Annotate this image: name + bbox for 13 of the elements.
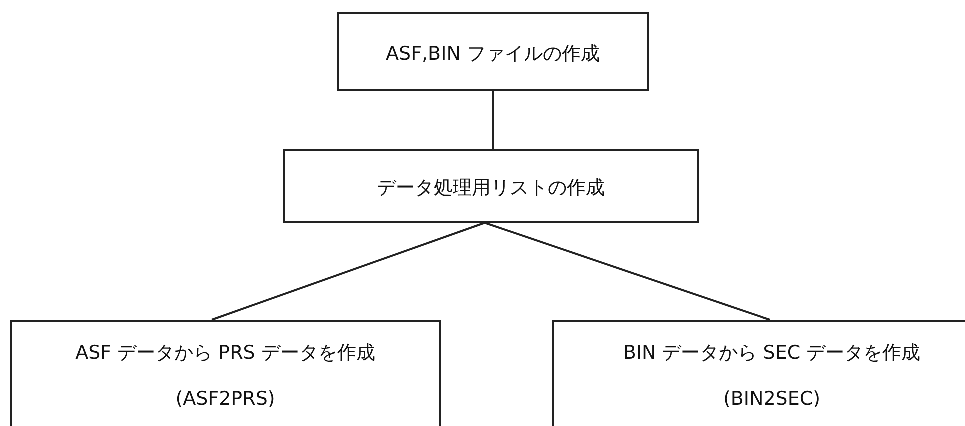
box-label: ASF データから PRS データを作成 bbox=[76, 341, 376, 366]
process-box bbox=[10, 320, 441, 426]
connector-line bbox=[212, 222, 486, 321]
connector-line bbox=[484, 222, 770, 321]
process-box bbox=[283, 149, 699, 223]
process-box bbox=[337, 12, 649, 91]
program-name: (BIN2SEC) bbox=[723, 388, 821, 410]
box-label: BIN データから SEC データを作成 bbox=[623, 341, 921, 366]
connector-line bbox=[492, 91, 494, 149]
box-label: ASF,BIN ファイルの作成 bbox=[386, 42, 600, 67]
box-label: データ処理用リストの作成 bbox=[377, 176, 605, 201]
program-name: (ASF2PRS) bbox=[176, 388, 276, 410]
process-box bbox=[552, 320, 965, 426]
